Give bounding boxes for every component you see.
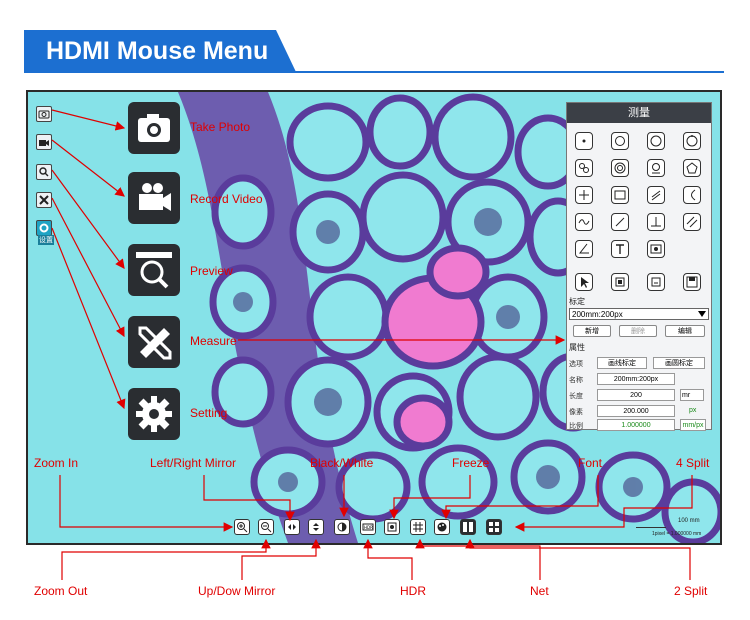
freeze-icon[interactable] [384, 519, 400, 535]
net-icon[interactable] [410, 519, 426, 535]
up-down-mirror-icon[interactable] [308, 519, 324, 535]
screen-frame: 设置 Take Photo Record Video Preview Measu… [26, 90, 722, 545]
ratio-label: 比例 [569, 423, 583, 430]
calibrate-label: 标定 [569, 297, 585, 306]
point-tool-icon[interactable] [575, 132, 593, 150]
setting-big-icon [128, 388, 180, 440]
measure-panel: 测量 标定 200mm:200px 新增 删除 编辑 [566, 102, 712, 431]
measure-big-icon [128, 316, 180, 368]
chevron-down-icon [698, 311, 706, 317]
font-icon[interactable] [434, 519, 450, 535]
setting-label-big: Setting [190, 406, 228, 420]
black-white-annotation: Black/White [310, 456, 374, 470]
properties-label: 属性 [569, 343, 585, 352]
select-cursor-icon[interactable] [575, 273, 593, 291]
panel-title: 测量 [567, 103, 711, 123]
pixel-field[interactable]: 200.000 [597, 405, 675, 417]
freeze-annotation: Freeze [452, 456, 490, 470]
setting-label: 设置 [38, 235, 54, 245]
pixel-unit: px [689, 407, 697, 414]
video-camera-icon[interactable] [36, 134, 52, 150]
arc-tool-icon[interactable] [683, 186, 701, 204]
perpendicular-tool-icon[interactable] [647, 213, 665, 231]
record-video-label: Record Video [190, 192, 263, 206]
length-unit-value: mr [682, 392, 691, 399]
font-annotation: Font [578, 456, 603, 470]
hdr-icon[interactable]: HDR [360, 519, 376, 535]
calibration-value: 200mm:200px [572, 310, 623, 319]
lr-mirror-annotation: Left/Right Mirror [150, 456, 237, 470]
length-field[interactable]: 200 [597, 389, 675, 401]
two-split-annotation: 2 Split [674, 584, 708, 598]
rectangle-tool-icon[interactable] [611, 186, 629, 204]
hdr-annotation: HDR [400, 584, 426, 598]
length-label: 长度 [569, 393, 583, 400]
new-button[interactable]: 新增 [573, 325, 611, 337]
calibration-select[interactable]: 200mm:200px [569, 308, 709, 320]
preview-icon[interactable] [36, 164, 52, 180]
edit-button[interactable]: 编辑 [665, 325, 705, 337]
save-icon[interactable] [683, 273, 701, 291]
parallel-tool-icon[interactable] [647, 186, 665, 204]
zoom-in-annotation: Zoom In [34, 456, 79, 470]
circle-tool-icon[interactable] [647, 132, 665, 150]
name-field[interactable]: 200mm:200px [597, 373, 675, 385]
line-calibrate-option[interactable]: 画线标定 [597, 357, 647, 369]
delete-button[interactable]: 删除 [619, 325, 657, 337]
pixel-label: 像素 [569, 409, 583, 416]
angle-tool-icon[interactable] [575, 240, 593, 258]
layer-icon[interactable] [611, 273, 629, 291]
take-photo-icon [128, 102, 180, 154]
take-photo-label: Take Photo [190, 120, 251, 134]
annulus-tool-icon[interactable] [647, 159, 665, 177]
measure-label: Measure [190, 334, 237, 348]
header-underline [24, 71, 724, 73]
circle-arrow-tool-icon[interactable] [611, 132, 629, 150]
two-circle-tool-icon[interactable] [575, 159, 593, 177]
header-tab [24, 30, 296, 72]
scale-bar [636, 522, 666, 528]
measure-icon[interactable] [36, 192, 52, 208]
ratio-unit: mm/px [680, 419, 706, 431]
export-icon[interactable] [647, 273, 665, 291]
zoom-out-annotation: Zoom Out [34, 584, 88, 598]
net-annotation: Net [530, 584, 549, 598]
page-title: HDMI Mouse Menu [46, 37, 269, 65]
zoom-out-icon[interactable] [258, 519, 274, 535]
name-label: 名称 [569, 377, 583, 384]
polygon-tool-icon[interactable] [683, 159, 701, 177]
line-tool-icon[interactable] [611, 213, 629, 231]
preview-big-icon [128, 244, 180, 296]
preview-label: Preview [190, 264, 233, 278]
scale-ratio: 1pixel = 1.000000 mm [652, 531, 702, 537]
ud-mirror-annotation: Up/Dow Mirror [198, 584, 276, 598]
text-tool-icon[interactable] [611, 240, 629, 258]
option-label: 选项 [569, 361, 583, 368]
svg-text:HDR: HDR [364, 525, 373, 530]
ratio-field[interactable]: 1.000000 [597, 419, 675, 431]
concentric-tool-icon[interactable] [611, 159, 629, 177]
zoom-in-icon[interactable] [234, 519, 250, 535]
record-video-icon [128, 172, 180, 224]
scale-length: 100 mm [678, 518, 700, 524]
curve-tool-icon[interactable] [575, 213, 593, 231]
double-line-tool-icon[interactable] [683, 213, 701, 231]
four-split-icon[interactable] [486, 519, 502, 535]
black-white-icon[interactable] [334, 519, 350, 535]
length-unit-select[interactable]: mr [680, 389, 704, 401]
camera-icon[interactable] [36, 106, 52, 122]
circle-3point-tool-icon[interactable] [683, 132, 701, 150]
four-split-annotation: 4 Split [676, 456, 710, 470]
two-split-icon[interactable] [460, 519, 476, 535]
image-tool-icon[interactable] [647, 240, 665, 258]
circle-calibrate-option[interactable]: 画圆标定 [653, 357, 705, 369]
crosshair-tool-icon[interactable] [575, 186, 593, 204]
